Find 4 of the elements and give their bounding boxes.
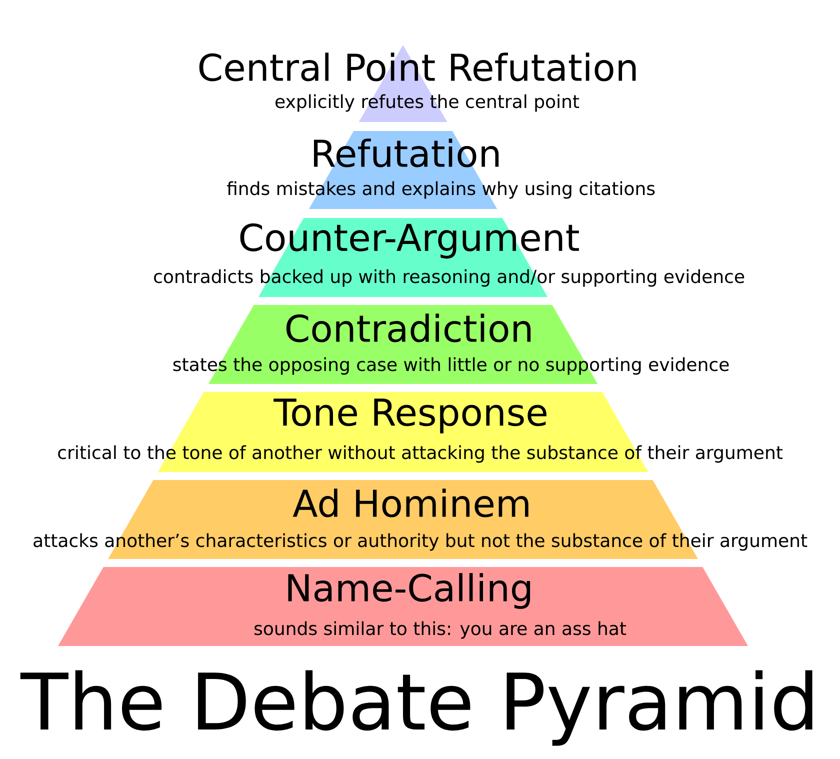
pyramid-band: Name-Calling sounds similar to this: you are an ass hat — [58, 566, 748, 646]
title: The Debate Pyramid — [20, 670, 812, 746]
pyramid-band: Refutation finds mistakes and explains why using citations — [226, 130, 655, 209]
pyramid-band: Central Point Refutation explicitly refutes the central point — [199, 44, 636, 122]
